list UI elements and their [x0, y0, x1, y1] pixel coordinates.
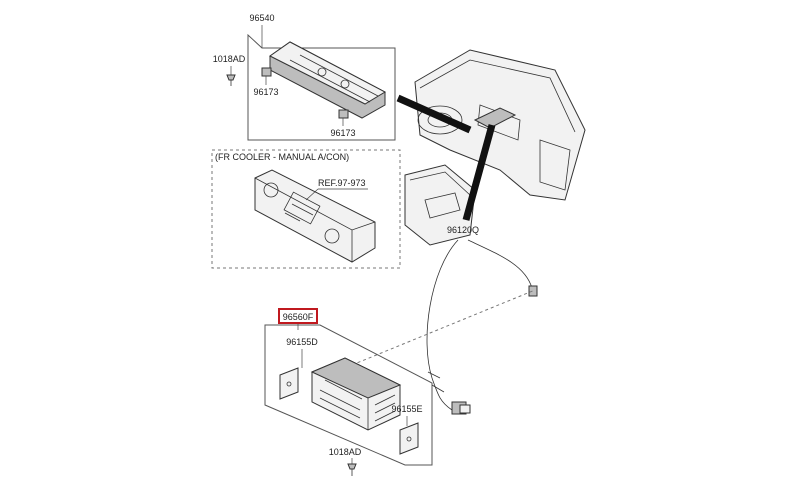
label-96173-left[interactable]: 96173 [253, 87, 278, 97]
knob-left-part[interactable] [261, 67, 272, 77]
manual-ac-panel-part[interactable] [254, 169, 376, 263]
label-96155D[interactable]: 96155D [286, 337, 318, 347]
bracket-right-part[interactable] [399, 422, 419, 455]
knob-right-part[interactable] [338, 109, 349, 119]
label-96560F[interactable]: 96560F [283, 312, 314, 322]
bolt-top-part[interactable] [226, 74, 236, 86]
control-assembly-group: 96540 96173 96173 1018AD [213, 13, 396, 141]
variant-title: (FR COOLER - MANUAL A/CON) [215, 152, 349, 162]
bracket-left-part[interactable] [279, 367, 299, 400]
label-1018AD-bottom[interactable]: 1018AD [329, 447, 362, 457]
av-unit-part[interactable] [310, 357, 402, 431]
label-96155E[interactable]: 96155E [391, 404, 422, 414]
variant-group: (FR COOLER - MANUAL A/CON) REF.97-973 [211, 149, 401, 269]
head-unit-location [473, 107, 517, 129]
av-unit-frame [264, 324, 433, 466]
highlight-box [278, 308, 318, 324]
label-ref-97-973[interactable]: REF.97-973 [318, 178, 366, 188]
control-panel-part[interactable] [269, 41, 387, 119]
control-assembly-frame [247, 33, 396, 141]
variant-frame [211, 149, 401, 269]
bolt-bottom-part[interactable] [347, 463, 357, 476]
dashboard-illustration [404, 49, 586, 246]
usb-cable-part[interactable] [426, 239, 538, 415]
av-unit-group: 96560F 96155D 96155E 1018AD [264, 308, 433, 476]
guide-line [351, 289, 536, 366]
arrow-to-usb [462, 124, 496, 221]
label-96173-right[interactable]: 96173 [330, 128, 355, 138]
label-96120Q[interactable]: 96120Q [447, 225, 479, 235]
label-1018AD-top[interactable]: 1018AD [213, 54, 246, 64]
label-96540[interactable]: 96540 [249, 13, 274, 23]
arrow-to-dashboard [396, 94, 472, 134]
